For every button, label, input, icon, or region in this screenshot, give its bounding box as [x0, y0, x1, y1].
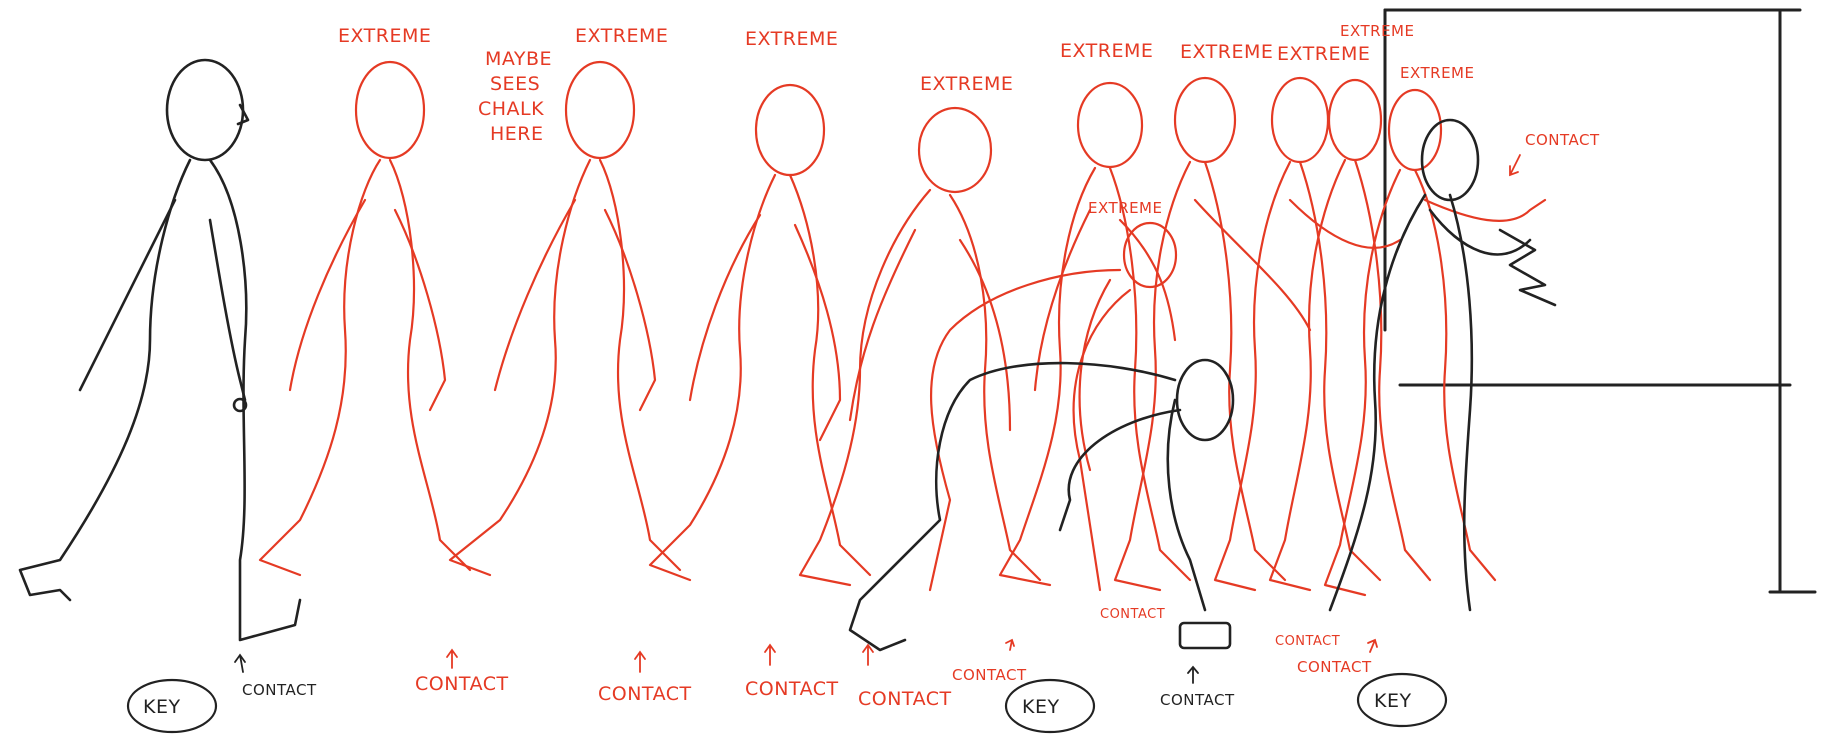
chalkboard — [1385, 10, 1815, 592]
red-figure-10 — [1270, 80, 1430, 590]
extreme-label: EXTREME — [338, 25, 431, 47]
extreme-label: EXTREME — [1180, 41, 1273, 63]
contact-label: CONTACT — [242, 681, 317, 699]
chalk-note: MAYBE SEES CHALK HERE — [478, 48, 552, 145]
red-figure-9 — [1215, 78, 1400, 590]
extreme-label: EXTREME — [1340, 22, 1414, 40]
extreme-label: EXTREME — [575, 25, 668, 47]
key-label: KEY — [1022, 696, 1060, 718]
contact-label: CONTACT — [1100, 607, 1165, 622]
inbetween-figures — [260, 62, 1545, 595]
red-figure-3 — [450, 62, 680, 575]
note-line-3: CHALK — [478, 98, 544, 120]
note-line-1: MAYBE — [485, 48, 552, 70]
key-label: KEY — [143, 696, 181, 718]
extreme-label: EXTREME — [1277, 43, 1370, 65]
red-figure-6 — [1000, 83, 1190, 585]
red-figure-4 — [650, 85, 870, 580]
red-figure-7 — [930, 223, 1176, 590]
extreme-label: EXTREME — [1060, 40, 1153, 62]
contact-arrows — [235, 155, 1520, 683]
red-figure-8 — [1115, 78, 1310, 590]
contact-label: CONTACT — [858, 688, 952, 710]
contact-label: CONTACT — [952, 666, 1027, 684]
extreme-label: EXTREME — [920, 73, 1013, 95]
contact-label: CONTACT — [1297, 658, 1372, 676]
key-figure-2 — [850, 360, 1233, 650]
contact-label: CONTACT — [598, 683, 692, 705]
extreme-label: EXTREME — [1088, 199, 1162, 217]
contact-label: CONTACT — [415, 673, 509, 695]
note-line-2: SEES — [490, 73, 540, 95]
key-figure-1 — [20, 60, 300, 640]
contact-label: CONTACT — [745, 678, 839, 700]
key-label: KEY — [1374, 690, 1412, 712]
contact-labels: CONTACT CONTACT CONTACT CONTACT CONTACT … — [242, 131, 1600, 710]
note-line-4: HERE — [490, 123, 544, 145]
contact-label: CONTACT — [1160, 691, 1235, 709]
contact-label: CONTACT — [1525, 131, 1600, 149]
extreme-label: EXTREME — [745, 28, 838, 50]
red-figure-2 — [260, 62, 470, 575]
extreme-label: EXTREME — [1400, 64, 1474, 82]
contact-label: CONTACT — [1275, 634, 1340, 649]
